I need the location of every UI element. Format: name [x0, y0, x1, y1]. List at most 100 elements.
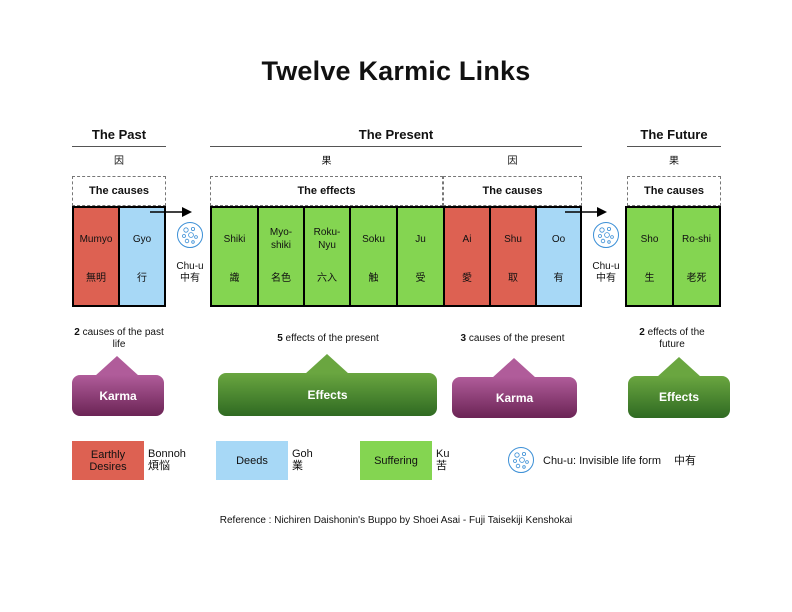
link-name: Myo-shiki [269, 227, 293, 251]
group-past-causes: The causes [72, 176, 166, 206]
legend-suffering-swatch: Suffering [360, 441, 432, 480]
link-name: Soku [362, 233, 385, 245]
future-kanji: 果 [669, 156, 679, 167]
past-kanji: 因 [114, 156, 124, 167]
legend-kanji: 煩悩 [148, 460, 170, 472]
arrow-present-to-future [565, 207, 607, 217]
link-name: Oo [551, 233, 566, 245]
legend-term: Goh [292, 448, 313, 460]
link-name: Roku-Nyu [313, 227, 341, 251]
link-myo-shiki: Myo-shiki 名色 [259, 208, 305, 305]
link-shu: Shu 取 [491, 208, 537, 305]
group-future-causes: The causes [627, 176, 721, 206]
present-links-row: Shiki 識 Myo-shiki 名色 Roku-Nyu 六入 Soku 触 … [210, 206, 582, 307]
link-kanji: 六入 [317, 273, 337, 284]
arrow-past-to-present [150, 207, 192, 217]
caption-text: causes of the past life [79, 327, 164, 350]
caption-text: causes of the present [466, 333, 565, 344]
link-kanji: 無明 [86, 273, 106, 284]
link-name: Gyo [132, 233, 152, 245]
chu-u-label-1: Chu-u 中有 [170, 261, 210, 285]
caption-number: 2 [639, 327, 645, 338]
chu-u-circle-icon [177, 222, 203, 248]
chu-u-legend-icon [508, 447, 534, 473]
present-effects-kanji: 果 [321, 156, 332, 167]
link-soku: Soku 触 [351, 208, 398, 305]
link-name: Shiki [223, 233, 246, 245]
karma-block-past: Karma [72, 375, 164, 416]
legend-kanji: 業 [292, 460, 303, 472]
karma-pointer-past [95, 356, 139, 376]
future-links-row: Sho 生 Ro-shi 老死 [625, 206, 721, 307]
chu-u-kanji: 中有 [596, 273, 616, 284]
link-kanji: 生 [644, 273, 655, 284]
caption-present-causes: 3 causes of the present [443, 333, 582, 345]
link-ju: Ju 受 [398, 208, 445, 305]
present-causes-kanji: 因 [507, 156, 518, 167]
legend-term: Ku [436, 448, 450, 460]
legend-suffering-text: Ku 苦 [436, 448, 449, 472]
group-present-causes: The causes [443, 176, 582, 206]
effects-block-future: Effects [628, 376, 730, 418]
link-name: Ro-shi [682, 233, 711, 245]
effects-pointer-present [305, 354, 349, 374]
link-mumyo: Mumyo 無明 [74, 208, 120, 305]
legend-deeds-swatch: Deeds [216, 441, 288, 480]
past-links-row: Mumyo 無明 Gyo 行 [72, 206, 166, 307]
caption-number: 5 [277, 333, 283, 344]
present-divider [210, 146, 582, 147]
legend-chu-u-text: Chu-u: Invisible life form [543, 455, 661, 467]
link-kanji: 取 [508, 273, 518, 284]
karma-block-present: Karma [452, 377, 577, 418]
period-past-label: The Past [91, 127, 147, 142]
link-kanji: 老死 [686, 273, 707, 284]
legend-kanji: 苦 [436, 460, 447, 472]
link-kanji: 触 [368, 273, 379, 284]
reference-text: Reference : Nichiren Daishonin's Buppo b… [219, 515, 573, 526]
legend-earthly-desires-text: Bonnoh 煩悩 [148, 448, 186, 472]
page-title: Twelve Karmic Links [261, 56, 531, 86]
link-kanji: 愛 [462, 273, 472, 284]
link-name: Ai [462, 233, 472, 245]
future-divider [627, 146, 721, 147]
group-present-effects: The effects [210, 176, 443, 206]
legend-chu-u-kanji: 中有 [674, 455, 696, 467]
chu-u-label-2: Chu-u 中有 [586, 261, 626, 285]
legend-term: Bonnoh [148, 448, 186, 460]
caption-future: 2 effects of the future [629, 327, 715, 351]
karma-pointer-present [492, 358, 536, 378]
chu-u-kanji: 中有 [180, 273, 200, 284]
link-shiki: Shiki 識 [212, 208, 259, 305]
caption-text: effects of the present [282, 333, 379, 344]
link-ro-shi: Ro-shi 老死 [674, 208, 719, 305]
chu-u-name: Chu-u [592, 261, 620, 272]
period-present-label: The Present [358, 127, 434, 142]
caption-present-effects: 5 effects of the present [218, 333, 438, 345]
link-kanji: 行 [137, 273, 147, 284]
link-name: Shu [504, 233, 522, 245]
link-name: Sho [640, 233, 659, 245]
legend-earthly-desires-swatch: Earthly Desires [72, 441, 144, 480]
link-kanji: 有 [553, 273, 564, 284]
link-gyo: Gyo 行 [120, 208, 164, 305]
link-roku-nyu: Roku-Nyu 六入 [305, 208, 351, 305]
caption-past: 2 causes of the past life [72, 327, 166, 351]
effects-pointer-future [657, 357, 701, 377]
link-kanji: 受 [415, 273, 426, 284]
link-name: Mumyo [79, 233, 113, 245]
effects-block-present: Effects [218, 373, 437, 416]
period-future-label: The Future [640, 127, 708, 142]
link-name: Ju [415, 233, 426, 245]
chu-u-name: Chu-u [176, 261, 204, 272]
link-kanji: 名色 [271, 273, 291, 284]
link-kanji: 識 [229, 273, 240, 284]
caption-text: effects of the future [644, 327, 705, 350]
chu-u-circle-icon [593, 222, 619, 248]
past-divider [72, 146, 166, 147]
caption-number: 3 [460, 333, 467, 344]
link-oo: Oo 有 [537, 208, 580, 305]
legend-deeds-text: Goh 業 [292, 448, 313, 472]
caption-number: 2 [74, 327, 80, 338]
link-sho: Sho 生 [627, 208, 674, 305]
link-ai: Ai 愛 [445, 208, 491, 305]
